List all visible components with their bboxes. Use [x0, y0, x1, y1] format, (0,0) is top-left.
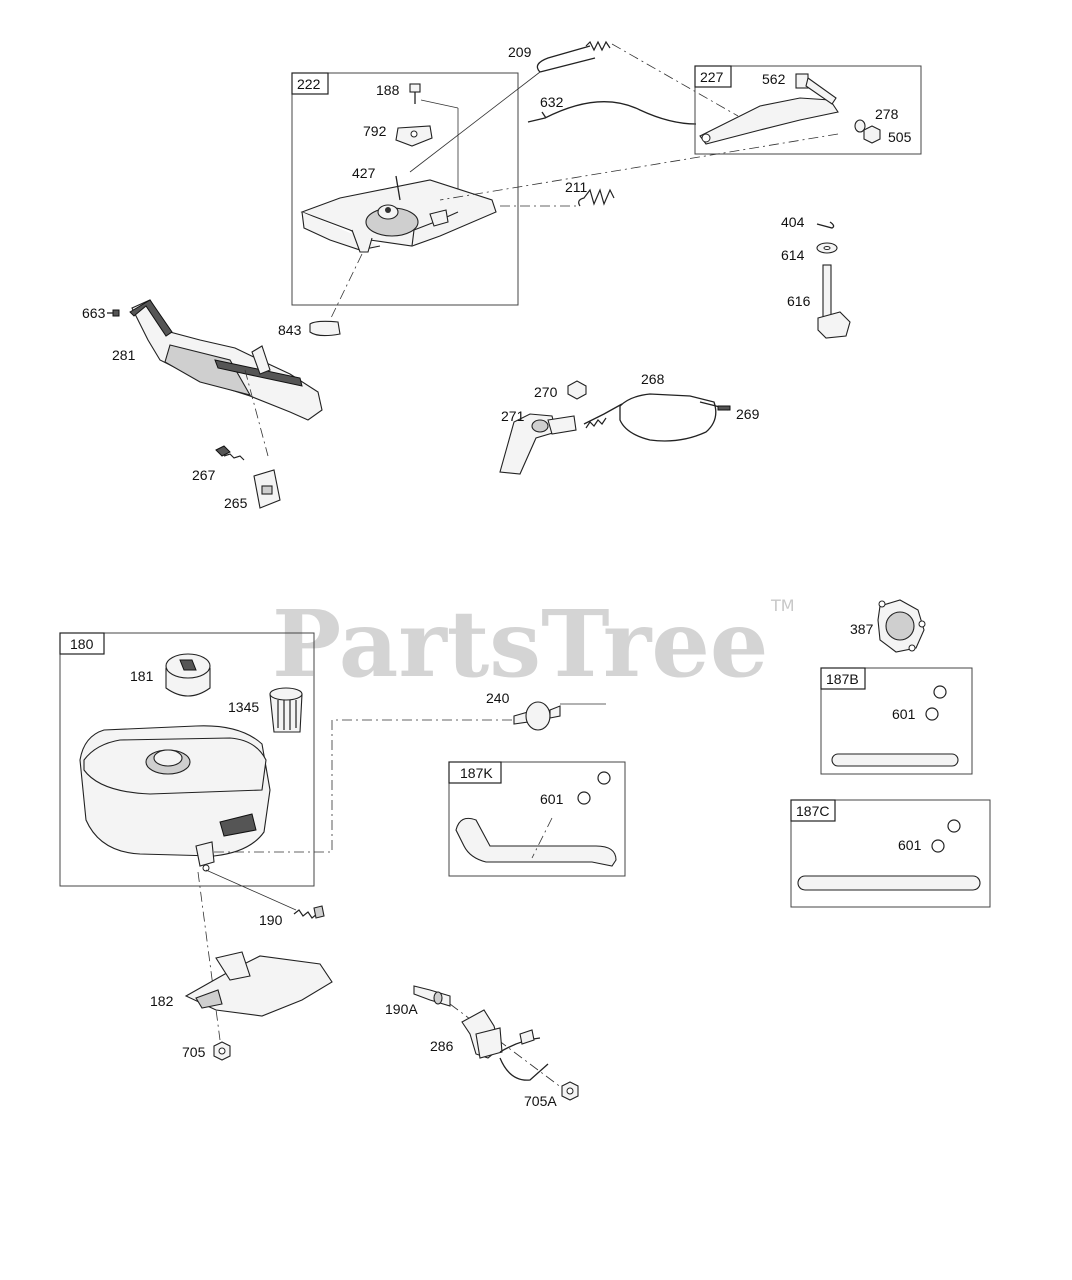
- callout-601-187B: 601: [892, 706, 916, 722]
- part-211-spring[interactable]: 211: [500, 179, 615, 207]
- callout-180: 180: [70, 636, 94, 652]
- assembly-box-227[interactable]: 227: [694, 65, 922, 155]
- callout-663: 663: [82, 305, 106, 321]
- callout-281: 281: [112, 347, 136, 363]
- assembly-box-222[interactable]: 222: [291, 72, 519, 306]
- part-271-bracket[interactable]: 271: [499, 408, 577, 475]
- part-188-bolt[interactable]: 188: [376, 82, 459, 212]
- part-209-spring[interactable]: 209: [409, 40, 739, 173]
- part-387-housing[interactable]: 387: [850, 599, 926, 653]
- part-562-lever[interactable]: 562: [699, 71, 839, 145]
- callout-404: 404: [781, 214, 805, 230]
- part-181-fuel-cap[interactable]: 181: [130, 653, 211, 697]
- part-265-clamp[interactable]: 265: [224, 469, 281, 511]
- callout-209: 209: [508, 44, 532, 60]
- part-663-screw[interactable]: 663: [82, 305, 120, 321]
- assembly-box-180[interactable]: 180: [59, 632, 315, 887]
- part-614-washer[interactable]: 614: [781, 242, 838, 263]
- callout-286: 286: [430, 1038, 454, 1054]
- part-190A-stud[interactable]: 190A: [385, 985, 451, 1017]
- callout-265: 265: [224, 495, 248, 511]
- part-1345-fuel-filter[interactable]: 1345: [228, 687, 303, 733]
- callout-843: 843: [278, 322, 302, 338]
- callout-211: 211: [565, 179, 588, 195]
- callout-278: 278: [875, 106, 899, 122]
- callout-187K: 187K: [460, 765, 493, 781]
- callout-270: 270: [534, 384, 558, 400]
- callout-268: 268: [641, 371, 665, 387]
- assembly-box-187C[interactable]: 187C 601: [790, 799, 991, 908]
- part-268-cable[interactable]: 268: [583, 371, 731, 442]
- callout-187B: 187B: [826, 671, 859, 687]
- watermark-trademark: TM: [770, 596, 795, 615]
- callout-505: 505: [888, 129, 912, 145]
- part-278-washer[interactable]: 278: [854, 106, 899, 133]
- part-281-bracket[interactable]: 281: [112, 299, 323, 421]
- fuel-tank-body[interactable]: [79, 725, 271, 872]
- part-270-nut[interactable]: 270: [534, 380, 587, 400]
- callout-190A: 190A: [385, 1001, 418, 1017]
- part-404-pin[interactable]: 404: [781, 214, 835, 230]
- part-792-plate[interactable]: 792: [363, 123, 433, 147]
- callout-188: 188: [376, 82, 400, 98]
- callout-562: 562: [762, 71, 786, 87]
- callout-227: 227: [700, 69, 724, 85]
- callout-181: 181: [130, 668, 154, 684]
- callout-222: 222: [297, 76, 321, 92]
- callout-601-187C: 601: [898, 837, 922, 853]
- part-267-bolt[interactable]: 267: [192, 445, 245, 483]
- callout-705: 705: [182, 1044, 206, 1060]
- callout-190: 190: [259, 912, 283, 928]
- callout-632: 632: [540, 94, 564, 110]
- part-190-screw[interactable]: 190: [205, 869, 325, 928]
- callout-614: 614: [781, 247, 805, 263]
- callout-427: 427: [352, 165, 376, 181]
- part-240-inline-fitting[interactable]: 240: [486, 690, 606, 731]
- part-182-tank-bracket[interactable]: 182: [150, 951, 333, 1017]
- part-632-cable[interactable]: 632: [527, 94, 697, 125]
- callout-1345: 1345: [228, 699, 259, 715]
- part-286-bracket[interactable]: 286: [430, 1009, 549, 1081]
- part-843-fitting[interactable]: 843: [278, 253, 363, 338]
- part-616-shaft[interactable]: 616: [787, 264, 851, 339]
- callout-705A: 705A: [524, 1093, 557, 1109]
- watermark-text: PartsTree: [272, 590, 768, 698]
- assembly-box-187B[interactable]: 187B 601: [820, 667, 973, 775]
- callout-792: 792: [363, 123, 387, 139]
- part-427-control-bracket[interactable]: 427: [300, 165, 497, 253]
- callout-271: 271: [501, 408, 525, 424]
- callout-601-187K: 601: [540, 791, 564, 807]
- callout-269: 269: [736, 406, 760, 422]
- callout-187C: 187C: [796, 803, 829, 819]
- callout-182: 182: [150, 993, 174, 1009]
- part-505-nut[interactable]: 505: [863, 125, 912, 145]
- assembly-box-187K[interactable]: 187K 601: [448, 761, 626, 877]
- callout-267: 267: [192, 467, 216, 483]
- callout-616: 616: [787, 293, 811, 309]
- part-705A-nut[interactable]: 705A: [524, 1081, 579, 1109]
- callout-240: 240: [486, 690, 510, 706]
- part-705-nut[interactable]: 705: [182, 1041, 231, 1061]
- callout-387: 387: [850, 621, 874, 637]
